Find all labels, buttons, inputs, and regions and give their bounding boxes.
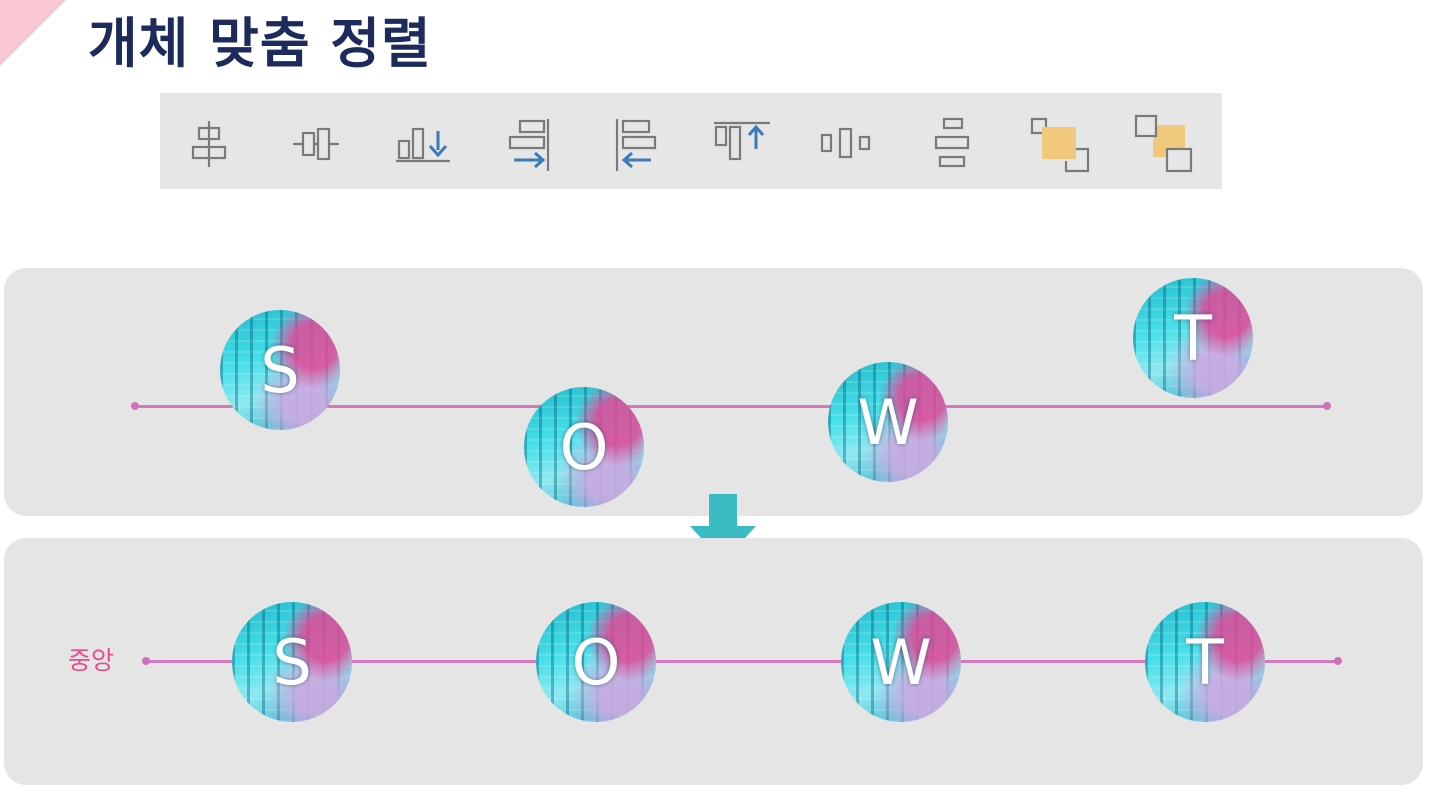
- corner-decoration: [0, 0, 66, 66]
- before-align-panel: S O W T: [4, 268, 1423, 516]
- circle-letter: S: [260, 333, 300, 407]
- circle-letter: W: [870, 625, 932, 699]
- center-guide-label: 중앙: [68, 646, 115, 675]
- circle-letter: S: [272, 625, 312, 699]
- bring-forward-button[interactable]: [1026, 113, 1090, 173]
- align-bottom-icon: [396, 127, 450, 163]
- circle-o[interactable]: O: [524, 387, 644, 507]
- guide-line: [135, 405, 1327, 408]
- align-top-button[interactable]: [712, 113, 776, 173]
- align-right-icon: [508, 119, 550, 171]
- circle-s[interactable]: S: [232, 602, 352, 722]
- align-center-icon: [191, 121, 227, 167]
- align-bottom-button[interactable]: [390, 113, 454, 173]
- guide-end-dot: [1334, 657, 1342, 665]
- distribute-horizontally-icon: [820, 127, 871, 159]
- down-arrow-icon: [690, 494, 756, 562]
- guide-end-dot: [1323, 402, 1331, 410]
- align-left-button[interactable]: [605, 113, 669, 173]
- align-middle-icon: [293, 127, 339, 161]
- distribute-horizontally-button[interactable]: [816, 113, 880, 173]
- circle-t[interactable]: T: [1133, 278, 1253, 398]
- send-backward-icon: [1134, 114, 1193, 173]
- circle-w[interactable]: W: [841, 602, 961, 722]
- page-title: 개체 맞춤 정렬: [88, 12, 432, 75]
- circle-letter: T: [1174, 301, 1212, 375]
- guide-line: [146, 660, 1338, 663]
- distribute-vertically-icon: [934, 117, 970, 168]
- circle-letter: W: [857, 385, 919, 459]
- circle-w[interactable]: W: [828, 362, 948, 482]
- align-middle-button[interactable]: [283, 113, 347, 173]
- align-toolbar: [160, 93, 1222, 189]
- circle-letter: T: [1186, 625, 1224, 699]
- circle-t[interactable]: T: [1145, 602, 1265, 722]
- circle-letter: O: [559, 410, 609, 484]
- align-center-button[interactable]: [177, 113, 241, 173]
- bring-forward-icon: [1030, 117, 1090, 173]
- circle-o[interactable]: O: [536, 602, 656, 722]
- align-left-icon: [615, 119, 657, 171]
- distribute-vertically-button[interactable]: [920, 113, 984, 173]
- send-backward-button[interactable]: [1131, 113, 1195, 173]
- circle-s[interactable]: S: [220, 310, 340, 430]
- guide-start-dot: [131, 402, 139, 410]
- after-align-panel: S O W T: [4, 538, 1423, 785]
- guide-start-dot: [142, 657, 150, 665]
- align-right-button[interactable]: [498, 113, 562, 173]
- align-top-icon: [714, 121, 770, 161]
- circle-letter: O: [571, 625, 621, 699]
